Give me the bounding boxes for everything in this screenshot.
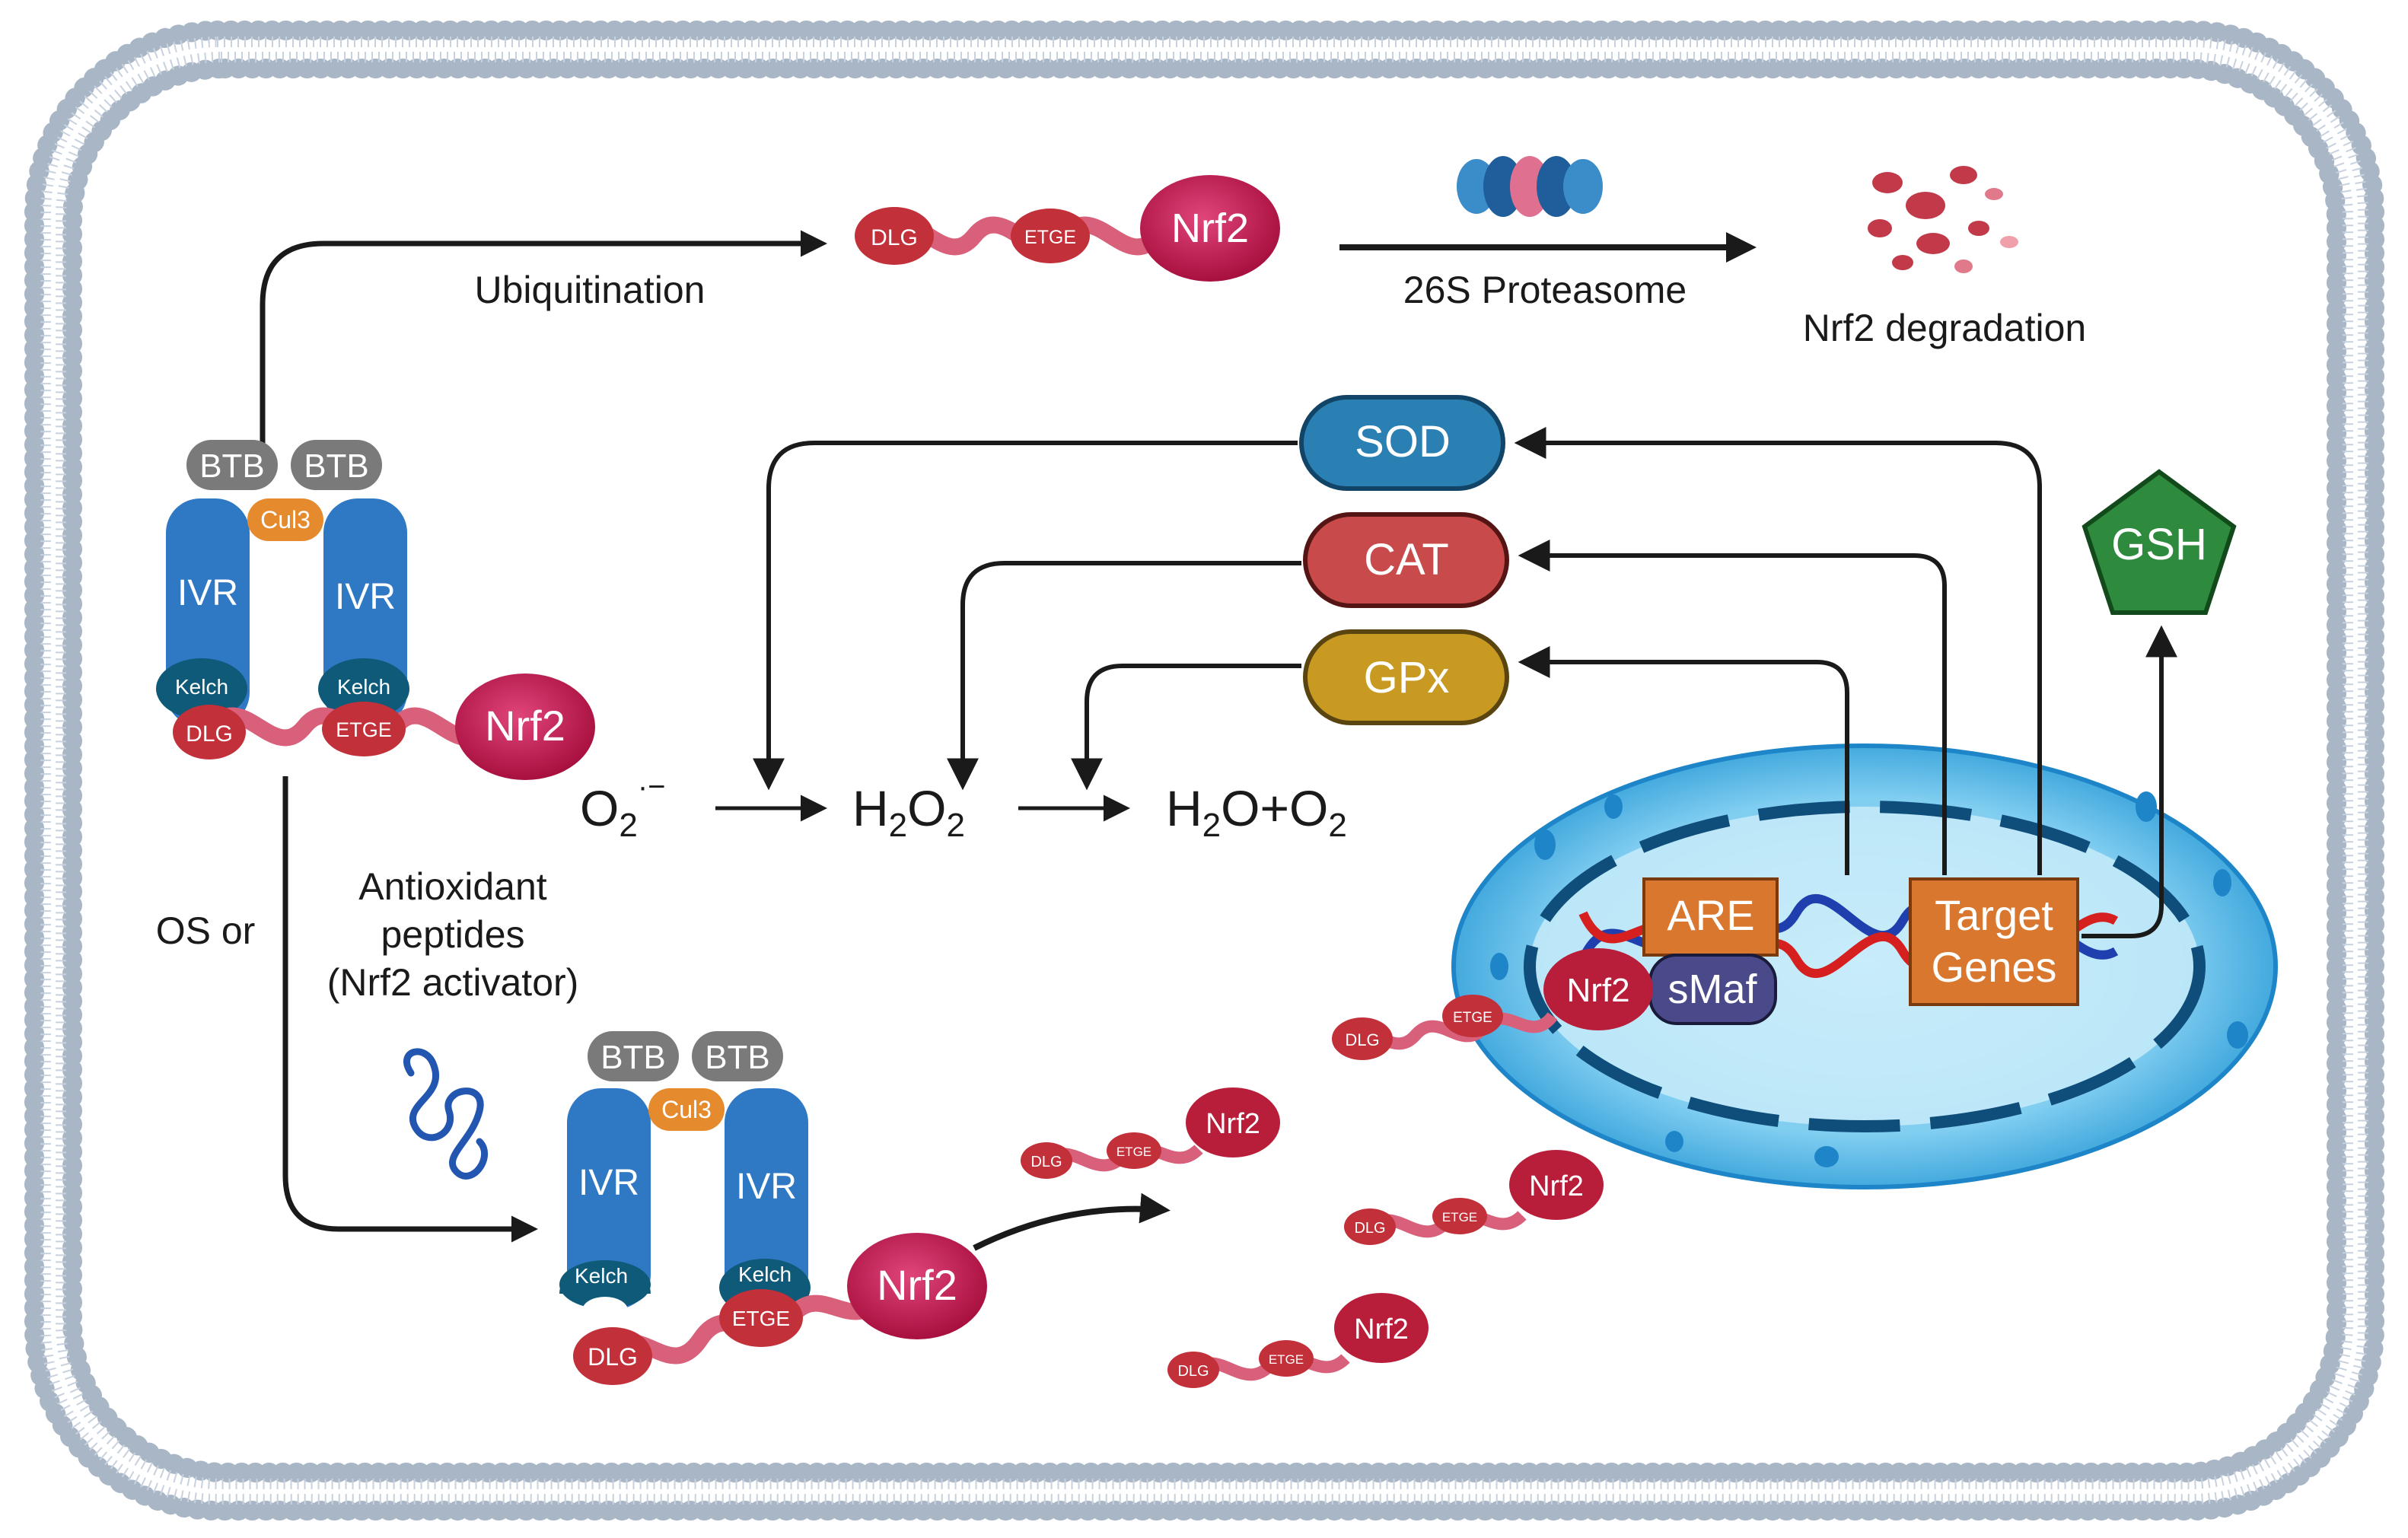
gsh-molecule: GSH: [2082, 469, 2237, 615]
ubiquitination-arrow: [260, 230, 827, 457]
ivr-label: IVR: [177, 573, 238, 613]
keap1-complex-bottom: BTB BTB Cul3 IVR IVR Kelch Kelch DLG ETG…: [559, 1031, 987, 1385]
proteasome-icon: [1457, 156, 1603, 217]
etge-label: ETGE: [732, 1307, 790, 1330]
cat-to-reaction-arrow: [947, 561, 1301, 791]
ubiquitinated-nrf2: DLG ETGE Nrf2: [855, 175, 1280, 282]
etge-label: ETGE: [336, 718, 392, 741]
dlg-label: DLG: [871, 225, 918, 250]
free-nrf2-3: DLG ETGE Nrf2: [1167, 1293, 1429, 1388]
kelch-label: Kelch: [175, 675, 228, 699]
ubiquitination-label: Ubiquitination: [475, 269, 706, 311]
product-o: O+O: [1221, 780, 1328, 836]
target-to-cat-arrow: [1518, 540, 1947, 875]
sod-label: SOD: [1355, 417, 1451, 466]
ivr-label: IVR: [335, 577, 396, 617]
free-nrf2-2: DLG ETGE Nrf2: [1344, 1150, 1604, 1245]
gsh-label: GSH: [2111, 520, 2207, 569]
nrf2-label: Nrf2: [1529, 1170, 1584, 1202]
product-sub1: 2: [1202, 807, 1221, 844]
sod-enzyme: SOD: [1299, 395, 1505, 491]
btb-label: BTB: [705, 1039, 770, 1076]
gpx-to-reaction-arrow: [1071, 664, 1301, 791]
dlg-label: DLG: [186, 721, 233, 747]
activator-label-line2: peptides: [381, 913, 524, 956]
product-sub2: 2: [1328, 807, 1346, 844]
h2o2-sub2: 2: [947, 807, 965, 844]
etge-label: ETGE: [1024, 227, 1076, 248]
smaf-label: sMaf: [1667, 966, 1757, 1012]
nrf2-label: Nrf2: [1354, 1314, 1409, 1345]
dlg-label: DLG: [588, 1343, 638, 1371]
kelch-label: Kelch: [738, 1263, 792, 1286]
nrf2-label: Nrf2: [1171, 205, 1249, 251]
superoxide-sup: ·−: [638, 770, 666, 804]
release-arrow: [973, 1193, 1171, 1251]
dlg-label: DLG: [1177, 1363, 1209, 1380]
nrf2-label: Nrf2: [485, 702, 565, 750]
etge-label: ETGE: [1453, 1010, 1492, 1026]
btb-label: BTB: [199, 447, 265, 485]
etge-label: ETGE: [1442, 1210, 1477, 1224]
h2o2-h: H: [852, 780, 889, 836]
svg-text:H2O2: H2O2: [852, 780, 965, 844]
cul3-label: Cul3: [260, 506, 311, 533]
degradation-fragments-icon: [1868, 166, 2018, 273]
activator-label-line1: Antioxidant: [358, 865, 546, 908]
h2o2-sub1: 2: [889, 807, 907, 844]
h2o2-o: O: [907, 780, 946, 836]
svg-text:O2·−: O2·−: [580, 770, 666, 844]
product-h: H: [1166, 780, 1202, 836]
gpx-label: GPx: [1364, 653, 1450, 702]
superoxide-o: O: [580, 780, 619, 836]
ivr-label: IVR: [736, 1167, 797, 1207]
keap1-complex-top: BTB BTB Cul3 IVR IVR Kelch Kelch DLG ETG…: [156, 440, 595, 780]
are-element: ARE: [1642, 877, 1779, 957]
nrf2-label: Nrf2: [1206, 1108, 1260, 1140]
svg-text:H2O+O2: H2O+O2: [1166, 780, 1347, 844]
cat-enzyme: CAT: [1303, 512, 1509, 608]
dlg-label: DLG: [1345, 1030, 1379, 1049]
btb-label: BTB: [304, 447, 369, 485]
nucleus-nrf2: DLG ETGE Nrf2: [1332, 948, 1653, 1060]
nrf2-label: Nrf2: [1566, 972, 1629, 1009]
activation-arrow: [282, 776, 538, 1243]
proteasome-label: 26S Proteasome: [1403, 269, 1687, 311]
sod-to-reaction-arrow: [753, 441, 1298, 791]
superoxide-sub: 2: [619, 807, 637, 844]
gpx-enzyme: GPx: [1303, 629, 1509, 725]
os-or-label: OS or: [156, 909, 256, 952]
nrf2-label: Nrf2: [877, 1261, 957, 1309]
peptide-icon: [403, 1048, 488, 1180]
etge-label: ETGE: [1116, 1145, 1151, 1159]
dlg-label: DLG: [1030, 1154, 1062, 1170]
cul3-label: Cul3: [661, 1096, 712, 1123]
btb-label: BTB: [600, 1039, 666, 1076]
etge-label: ETGE: [1269, 1352, 1304, 1367]
kelch-label: Kelch: [337, 675, 390, 699]
degradation-label: Nrf2 degradation: [1803, 307, 2086, 349]
are-label: ARE: [1667, 891, 1754, 939]
kelch-label: Kelch: [575, 1264, 628, 1288]
target-to-sod-arrow: [1514, 427, 2042, 875]
cell-membrane: [24, 21, 2384, 1520]
ivr-label: IVR: [578, 1163, 639, 1203]
target-to-gpx-arrow: [1518, 646, 1849, 875]
free-nrf2-1: DLG ETGE Nrf2: [1021, 1087, 1280, 1179]
cat-label: CAT: [1364, 535, 1449, 584]
activator-label-line3: (Nrf2 activator): [327, 961, 579, 1004]
reaction-equation: O2·− H2O2 H2O+O2: [580, 770, 1347, 844]
target-to-gsh-arrow: [2082, 625, 2177, 938]
dlg-label: DLG: [1354, 1220, 1385, 1237]
smaf-protein: sMaf: [1648, 954, 1777, 1025]
target-genes: Target Genes: [1909, 877, 2079, 1006]
target-genes-label-line1: Target: [1935, 891, 2053, 939]
target-genes-label-line2: Genes: [1932, 943, 2057, 991]
